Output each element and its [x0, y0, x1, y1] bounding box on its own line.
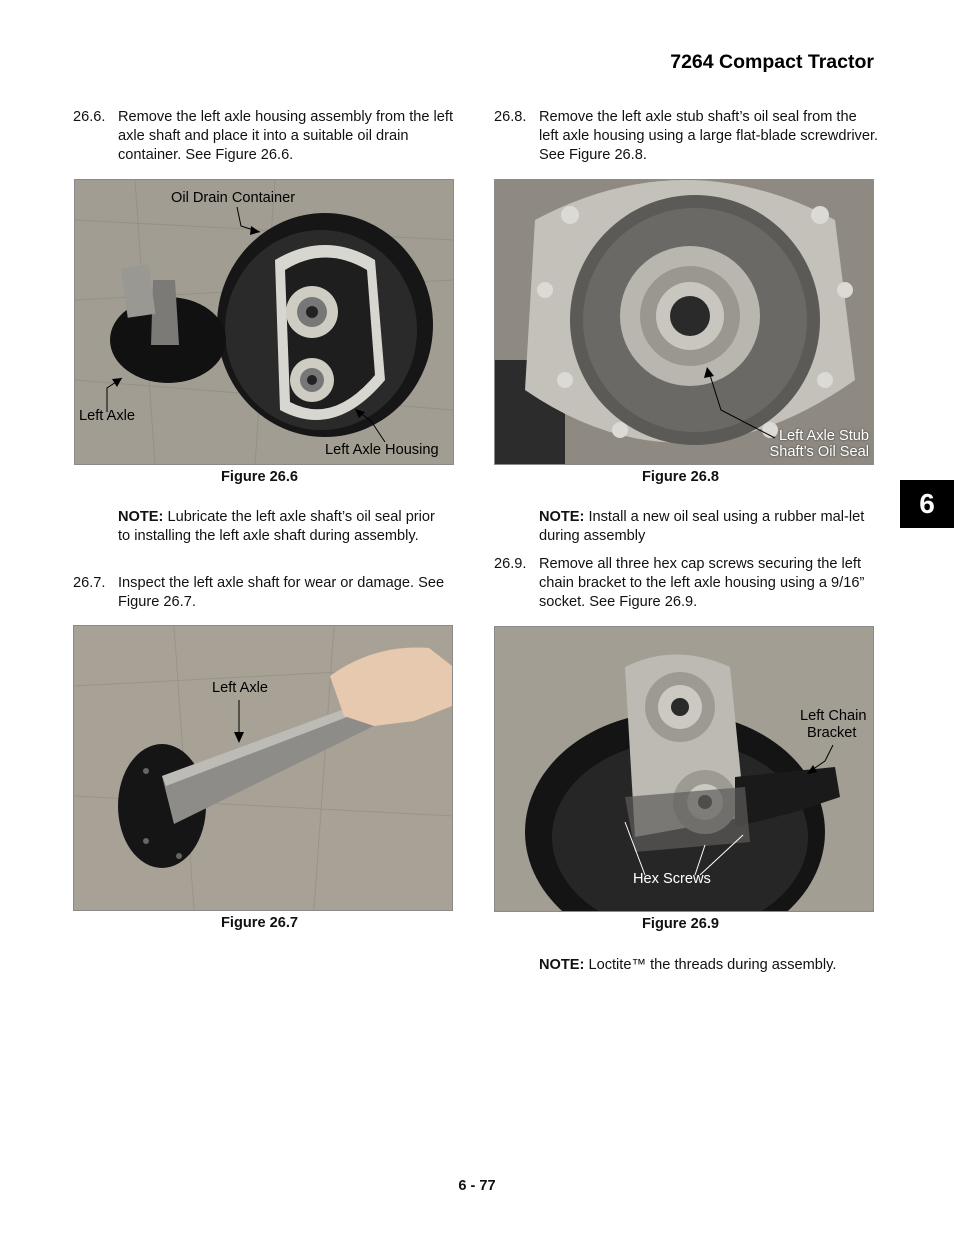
- step-number: 26.7.: [73, 575, 106, 591]
- label-oil-drain-container: Oil Drain Container: [171, 190, 296, 206]
- figure-26-7-illustration: [74, 626, 452, 910]
- figure-26-8-photo: Left Axle Stub Shaft’s Oil Seal: [494, 179, 874, 465]
- note-install-seal: NOTE: Install a new oil seal using a rub…: [539, 508, 874, 546]
- label-bracket-line2: Bracket: [807, 725, 857, 741]
- figure-26-6-illustration: [75, 180, 453, 464]
- label-left-axle: Left Axle: [79, 408, 135, 424]
- note-loctite: NOTE: Loctite™ the threads during assemb…: [539, 956, 874, 975]
- label-oil-seal-line2: Shaft’s Oil Seal: [769, 444, 869, 460]
- step-26-6: 26.6. Remove the left axle housing assem…: [73, 108, 455, 168]
- step-text: Remove all three hex cap screws securing…: [539, 556, 865, 610]
- figure-26-9-arrows: [624, 744, 834, 876]
- step-26-9: 26.9. Remove all three hex cap screws se…: [494, 555, 879, 615]
- step-text: Remove the left axle stub shaft’s oil se…: [539, 109, 879, 163]
- step-26-8: 26.8. Remove the left axle stub shaft’s …: [494, 108, 879, 168]
- step-number: 26.9.: [494, 556, 527, 572]
- label-left-axle-housing: Left Axle Housing: [325, 442, 439, 458]
- figure-26-7-arrow: [234, 700, 244, 743]
- note-label: NOTE:: [539, 509, 585, 525]
- label-bracket-line1: Left Chain: [800, 708, 867, 724]
- step-text: Remove the left axle housing assembly fr…: [118, 109, 454, 163]
- label-hex-screws: Hex Screws: [633, 871, 711, 887]
- step-number: 26.6.: [73, 109, 106, 125]
- page-number: 6 - 77: [458, 1178, 496, 1194]
- note-text: Loctite™ the threads during assembly.: [584, 957, 837, 973]
- note-text: Install a new oil seal using a rubber ma…: [539, 509, 865, 544]
- step-text: Inspect the left axle shaft for wear or …: [118, 575, 445, 610]
- figure-26-8-illustration: [495, 180, 873, 464]
- section-tab-number: 6: [900, 480, 954, 528]
- page-header-title: 7264 Compact Tractor: [670, 51, 874, 73]
- note-label: NOTE:: [539, 957, 585, 973]
- figure-26-8-arrow: [704, 367, 776, 439]
- note-label: NOTE:: [118, 509, 164, 525]
- figure-26-9-photo: Left Chain Bracket Hex Screws: [494, 626, 874, 912]
- note-text: Lubricate the left axle shaft’s oil seal…: [118, 509, 435, 544]
- label-oil-seal-line1: Left Axle Stub: [778, 428, 869, 444]
- note-lubricate-seal: NOTE: Lubricate the left axle shaft’s oi…: [118, 508, 438, 546]
- figure-26-6-arrows: [106, 206, 386, 443]
- step-number: 26.8.: [494, 109, 527, 125]
- figure-26-8-caption: Figure 26.8: [642, 469, 720, 485]
- label-left-axle: Left Axle: [212, 680, 268, 696]
- figure-26-7-caption: Figure 26.7: [221, 915, 299, 931]
- figure-26-9-caption: Figure 26.9: [642, 916, 720, 932]
- figure-26-6-caption: Figure 26.6: [221, 469, 299, 485]
- figure-26-9-illustration: [495, 627, 873, 911]
- figure-26-6-photo: Oil Drain Container Left Axle Left Axle …: [74, 179, 454, 465]
- step-26-7: 26.7. Inspect the left axle shaft for we…: [73, 574, 455, 614]
- figure-26-7-photo: Left Axle: [73, 625, 453, 911]
